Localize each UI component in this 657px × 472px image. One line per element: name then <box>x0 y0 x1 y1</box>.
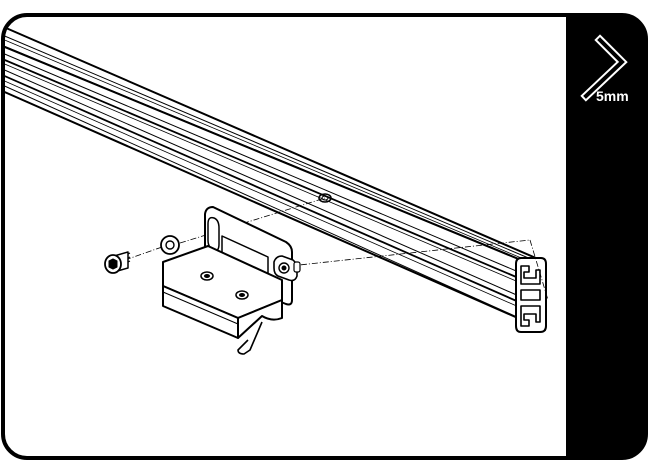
hex-key-icon <box>580 34 628 102</box>
washer <box>160 235 180 255</box>
aluminium-rail <box>3 27 547 333</box>
mounting-bracket <box>162 206 293 355</box>
slot-nut <box>273 255 301 282</box>
hex-bolt <box>104 251 131 274</box>
tool-size-label: 5mm <box>596 88 629 104</box>
rounded-frame <box>1 13 648 460</box>
tool-sidebar <box>566 15 646 458</box>
